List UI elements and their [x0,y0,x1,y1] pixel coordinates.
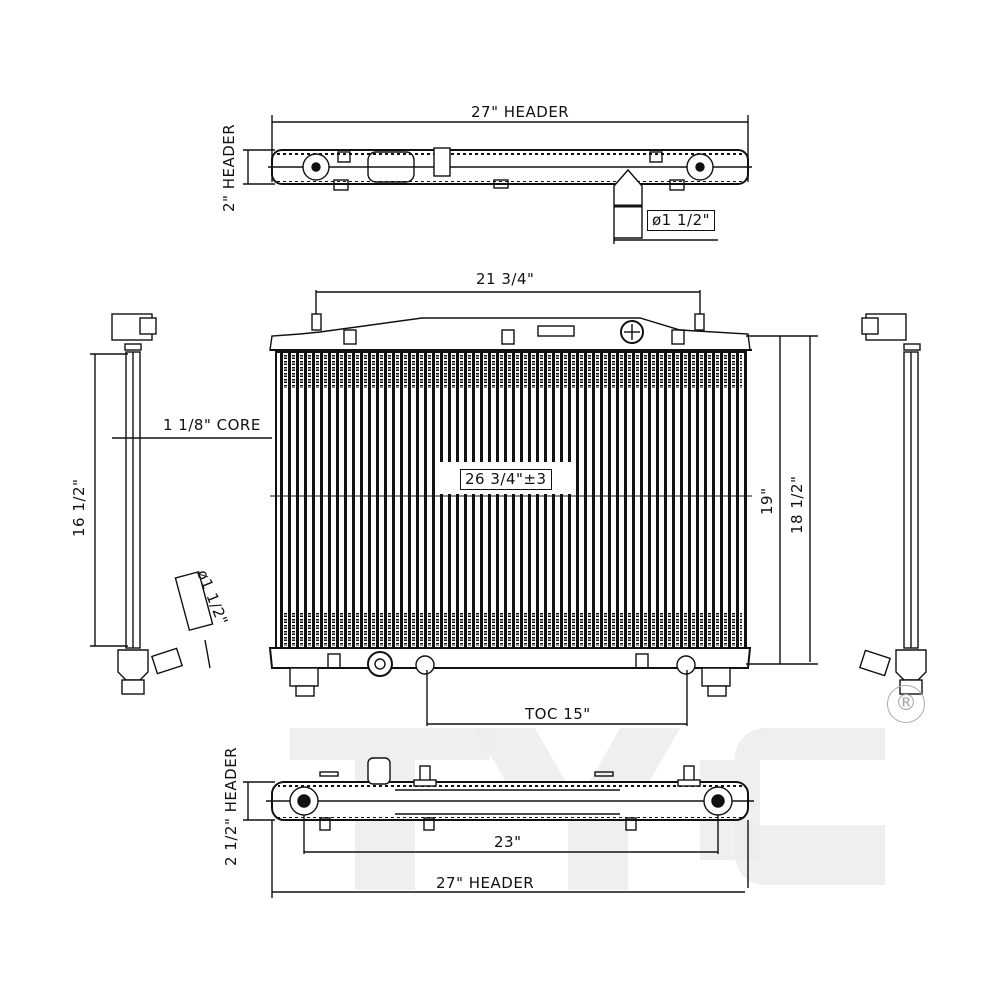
front-view [268,290,818,726]
toc-label: TOC 15" [525,705,591,723]
core-width-label: 26 3/4"±3 [460,469,552,490]
core-thickness-label: 1 1/8" CORE [163,416,261,434]
mount-span-label: 21 3/4" [476,270,535,288]
port-span-label: 23" [494,833,522,851]
overall-height-label: 19" [758,487,776,516]
bottom-header-width-label: 27" HEADER [436,874,535,892]
registered-trademark-icon: ® [887,685,925,723]
top-header-height-label: 2" HEADER [220,123,238,212]
bottom-header-height-label: 2 1/2" HEADER [222,746,240,866]
left-side-view [90,313,272,695]
bottom-view [243,757,754,898]
top-view [243,115,752,244]
core-height-label: 18 1/2" [788,475,806,534]
outlet-diameter-label: ø1 1/2" [647,210,716,231]
right-side-view [858,313,927,695]
side-height-label: 16 1/2" [70,478,88,537]
top-header-width-label: 27" HEADER [471,103,570,121]
